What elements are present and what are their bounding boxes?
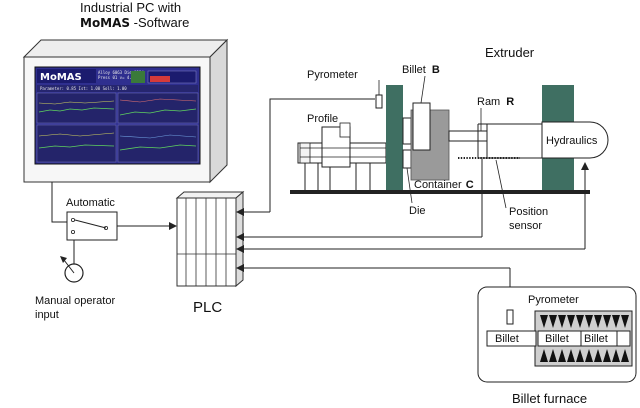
- extruder-machine: [290, 80, 609, 194]
- burner-flame-bottom: [576, 349, 584, 362]
- plc-label: PLC: [193, 299, 222, 316]
- furnace-billet-label-2: Billet: [545, 333, 569, 345]
- pc-cabinet-top: [22, 39, 229, 58]
- pc-screen: MoMAS Alloy 6063 Die 1234 Press 01 v= 4.…: [34, 66, 201, 165]
- furnace-burners-bottom: [540, 349, 629, 362]
- burner-flame-top: [576, 315, 584, 328]
- profile-label: Profile: [307, 113, 338, 125]
- position-sensor-label-line1: Position: [509, 206, 548, 218]
- ram: [448, 130, 488, 142]
- burner-flame-top: [612, 315, 620, 328]
- automatic-label: Automatic: [66, 197, 115, 209]
- pc-cabinet-side: [209, 38, 228, 184]
- billet: [412, 102, 431, 151]
- furnace-billet-label-1: Billet: [495, 333, 519, 345]
- die-leader: [406, 167, 413, 204]
- burner-flame-top: [549, 315, 557, 328]
- furnace-pyrometer-label: Pyrometer: [528, 294, 579, 306]
- pyrometer-sensor: [375, 94, 383, 109]
- burner-flame-bottom: [567, 349, 575, 362]
- automatic-switch: [66, 211, 118, 241]
- signal-lines: [51, 98, 586, 310]
- extruder-title: Extruder: [485, 45, 535, 60]
- burner-flame-bottom: [549, 349, 557, 362]
- burner-flame-top: [594, 315, 602, 328]
- burner-flame-bottom: [585, 349, 593, 362]
- die-label: Die: [409, 205, 426, 217]
- furnace-title: Billet furnace: [512, 391, 587, 406]
- die: [402, 117, 412, 145]
- burner-flame-bottom: [594, 349, 602, 362]
- furnace-billet-label-3: Billet: [584, 333, 608, 345]
- furnace-pyrometer-sensor: [506, 309, 514, 325]
- position-sensor-leader: [495, 159, 507, 209]
- burner-flame-top: [603, 315, 611, 328]
- manual-label-line1: Manual operator: [35, 295, 115, 307]
- hydraulics-tank: [541, 121, 609, 159]
- manual-input-dial: [60, 240, 84, 283]
- burner-flame-top: [540, 315, 548, 328]
- burner-flame-bottom: [558, 349, 566, 362]
- furnace-billet-1: [486, 330, 537, 347]
- billet-leader: [420, 75, 426, 104]
- screen-logo: MoMAS: [40, 72, 82, 83]
- burner-flame-top: [558, 315, 566, 328]
- pc-title-line1: Industrial PC with: [80, 0, 181, 15]
- pc-title-suffix: -Software: [130, 15, 189, 30]
- front-platen: [386, 85, 403, 190]
- industrial-pc: MoMAS Alloy 6063 Die 1234 Press 01 v= 4.…: [22, 0, 229, 184]
- svg-text:Alloy 6063 Die 1234: Alloy 6063 Die 1234: [98, 70, 144, 75]
- arrowheads: [169, 162, 589, 272]
- svg-text:Parameter: 0.85 Ist: 1.00: Parameter: 0.85 Ist: 1.00 Soll: 1.00: [40, 86, 127, 91]
- burner-flame-bottom: [540, 349, 548, 362]
- position-sensor-label-line2: sensor: [509, 220, 542, 232]
- burner-flame-bottom: [612, 349, 620, 362]
- burner-flame-top: [567, 315, 575, 328]
- burner-flame-top: [621, 315, 629, 328]
- svg-text:Press 01 v= 4.5: Press 01 v= 4.5: [98, 75, 135, 80]
- hydraulics-label: Hydraulics: [546, 135, 598, 147]
- pc-title-line2: MoMAS -Software: [80, 15, 189, 30]
- burner-flame-bottom: [603, 349, 611, 362]
- pyrometer-label: Pyrometer: [307, 69, 358, 81]
- manual-label-line2: input: [35, 309, 59, 321]
- burner-flame-top: [585, 315, 593, 328]
- billet-furnace: [477, 286, 637, 383]
- plc-unit: [175, 190, 245, 288]
- burner-flame-bottom: [621, 349, 629, 362]
- furnace-billet-4: [616, 330, 631, 347]
- furnace-burners-top: [540, 315, 629, 328]
- software-brand: MoMAS: [80, 16, 130, 30]
